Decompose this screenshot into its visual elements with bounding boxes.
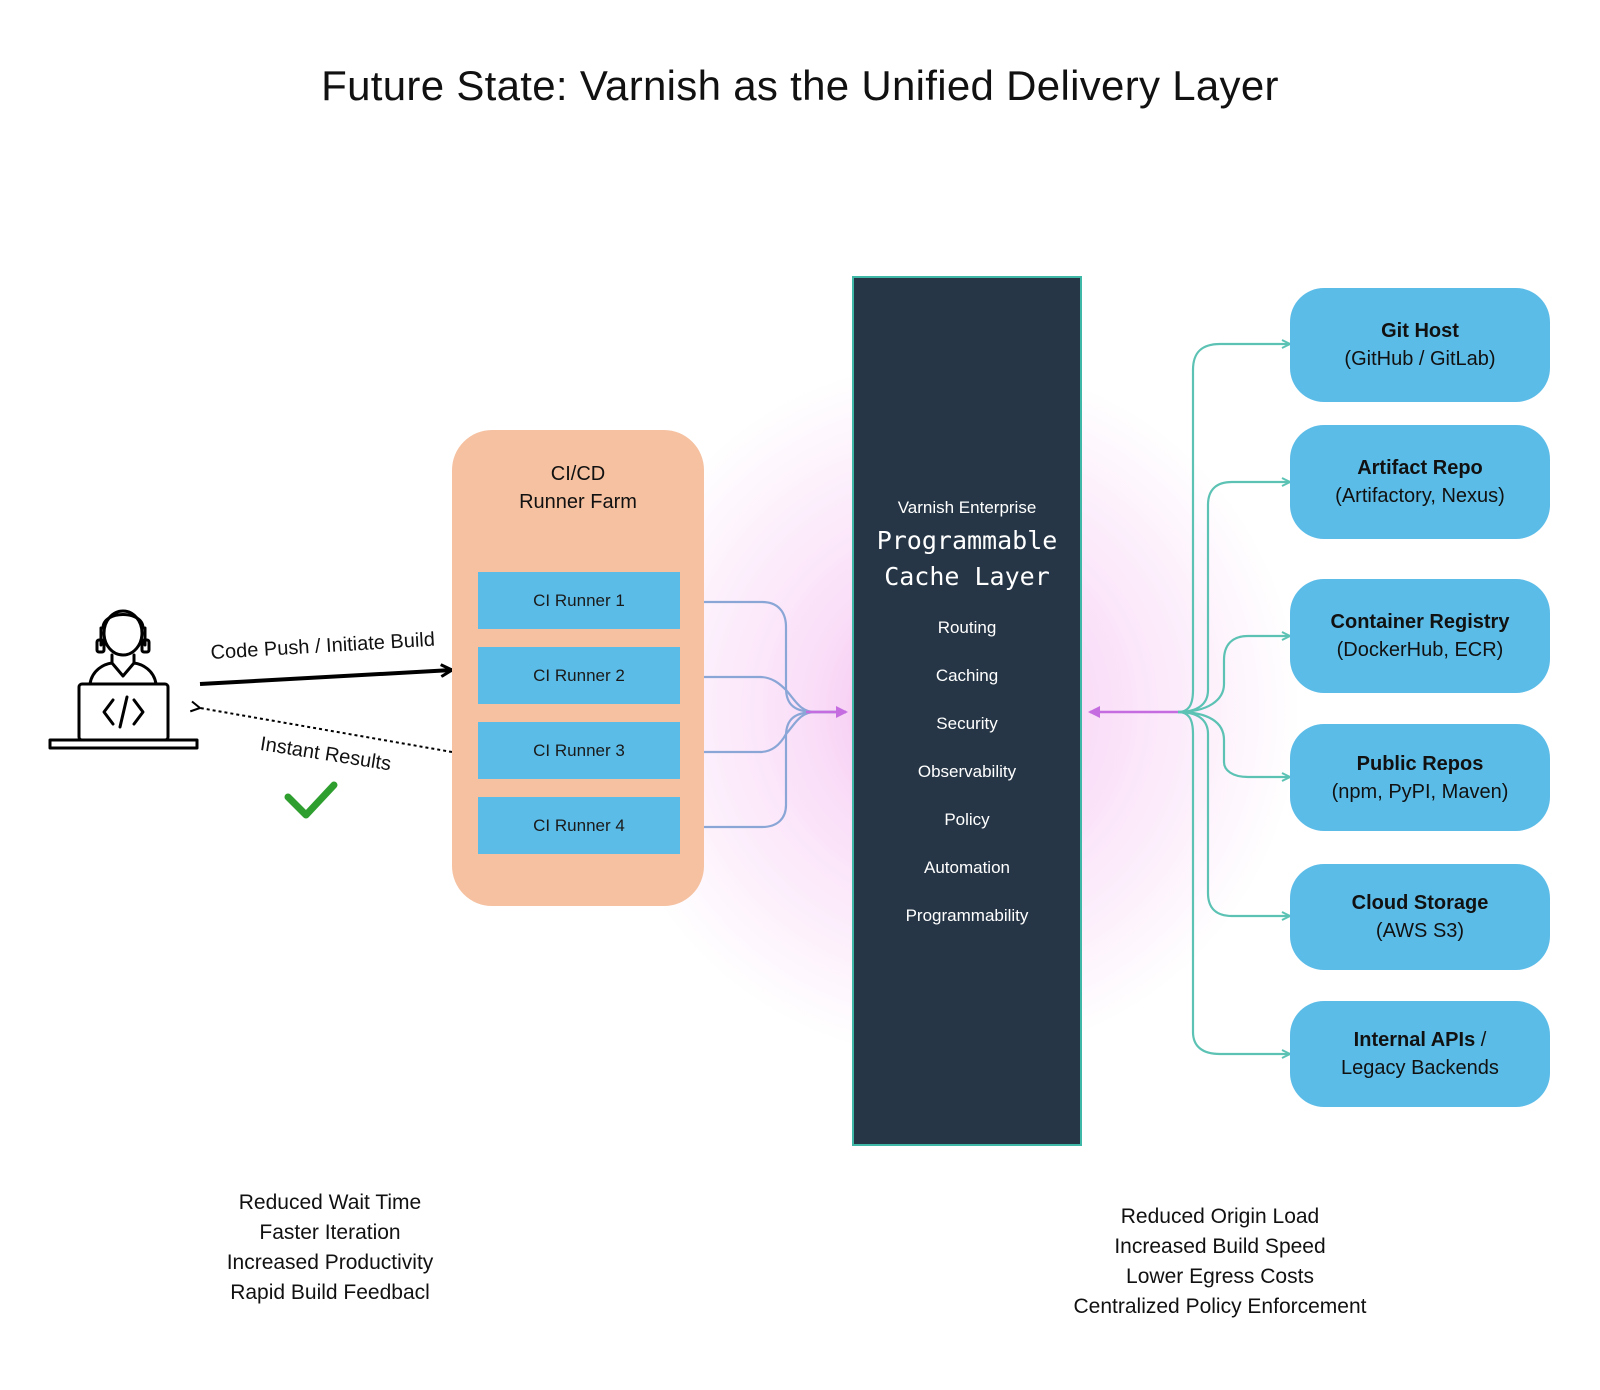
origin-git-host: Git Host (GitHub / GitLab) [1290,288,1550,402]
cache-layer-title-line-2: Cache Layer [884,562,1050,591]
feature-automation: Automation [924,858,1010,877]
feature-routing: Routing [937,618,997,637]
origin-detail: Legacy Backends [1341,1057,1499,1079]
origin-name: Container Registry [1330,611,1510,633]
developer-laptop-icon [48,609,199,750]
origin-cloud-storage: Cloud Storage (AWS S3) [1290,864,1550,970]
origin-artifact-repo: Artifact Repo (Artifactory, Nexus) [1290,425,1550,539]
benefits-right: Reduced Origin Load Increased Build Spee… [1040,1202,1400,1322]
origin-4-connector [1177,710,1290,777]
benefit-item: Increased Productivity [226,1251,434,1274]
ci-runner-3: CI Runner 3 [478,722,680,779]
feature-security: Security [936,714,998,733]
cache-layer-title: Programmable Cache Layer [854,523,1080,595]
origin-name: Public Repos [1356,752,1484,775]
benefit-item: Centralized Policy Enforcement [1073,1295,1367,1318]
runner-farm-title-line-2: Runner Farm [519,491,637,513]
instant-results-arrow [200,708,453,753]
benefit-item: Lower Egress Costs [1126,1265,1314,1288]
origin-detail: (DockerHub, ECR) [1336,639,1504,661]
runner-3-connector [690,710,846,752]
origin-1-connector [1177,344,1290,714]
runner-1-connector [690,602,846,714]
origin-3-connector [1177,636,1290,714]
origin-detail: (Artifactory, Nexus) [1335,485,1505,507]
ci-runner-4: CI Runner 4 [478,797,680,854]
runner-4-connector [690,710,846,827]
origin-internal-apis: Internal APIs / Legacy Backends [1290,1001,1550,1107]
feature-policy: Policy [944,810,990,829]
origin-name: Internal APIs [1353,1029,1476,1051]
origin-name: Cloud Storage [1351,892,1489,914]
origin-name: Artifact Repo [1357,457,1483,479]
feature-observability: Observability [917,762,1017,781]
origin-5-connector [1177,710,1290,916]
origin-detail: (GitHub / GitLab) [1344,348,1496,370]
benefit-item: Increased Build Speed [1114,1235,1326,1258]
benefit-item: Faster Iteration [259,1221,401,1244]
cache-layer-subtitle: Varnish Enterprise [897,498,1037,517]
origin-container-registry: Container Registry (DockerHub, ECR) [1290,579,1550,693]
cache-layer-title-line-1: Programmable [876,526,1058,555]
benefit-item: Reduced Wait Time [238,1191,422,1214]
ci-runner-1: CI Runner 1 [478,572,680,629]
runner-2-connector [690,677,846,714]
benefit-item: Rapid Build Feedbacl [230,1281,430,1304]
benefit-item: Reduced Origin Load [1120,1205,1320,1228]
ci-runner-2: CI Runner 2 [478,647,680,704]
origin-public-repos: Public Repos (npm, PyPI, Maven) [1290,724,1550,831]
origin-detail: (npm, PyPI, Maven) [1331,780,1509,803]
code-push-arrow [199,670,452,686]
benefits-left: Reduced Wait Time Faster Iteration Incre… [180,1188,480,1308]
runner-farm-title: CI/CD Runner Farm [452,460,704,516]
runner-farm-title-line-1: CI/CD [550,463,606,485]
page-title: Future State: Varnish as the Unified Del… [321,62,1279,109]
origin-6-connector [1177,710,1290,1054]
feature-caching: Caching [935,666,999,685]
origin-2-connector [1177,482,1290,714]
cache-layer: Varnish Enterprise Programmable Cache La… [852,276,1082,1146]
checkmark-icon [284,781,338,819]
runner-farm: CI/CD Runner Farm CI Runner 1 CI Runner … [452,430,704,906]
feature-programmability: Programmability [905,906,1029,925]
origin-detail: (AWS S3) [1375,920,1465,942]
origin-name: Git Host [1381,320,1459,342]
origin-name-suffix: / [1475,1029,1487,1051]
